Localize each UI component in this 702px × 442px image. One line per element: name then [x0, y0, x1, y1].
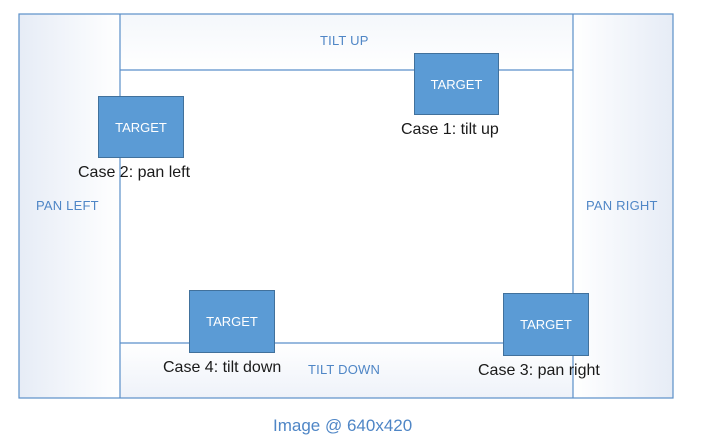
- target-case3: TARGET: [503, 293, 589, 356]
- pan-right-label: PAN RIGHT: [586, 198, 658, 213]
- target-case4: TARGET: [189, 290, 275, 353]
- image-caption: Image @ 640x420: [273, 416, 413, 435]
- pan-right-zone: [573, 14, 673, 398]
- tilt-up-label: TILT UP: [320, 33, 369, 48]
- tilt-down-label: TILT DOWN: [308, 362, 381, 377]
- case2-label: Case 2: pan left: [78, 164, 191, 181]
- case4-label: Case 4: tilt down: [163, 359, 282, 376]
- pan-left-zone: [19, 14, 120, 398]
- target-case1: TARGET: [414, 53, 499, 115]
- image-frame: [18, 13, 674, 399]
- target-case2: TARGET: [98, 96, 184, 158]
- pan-left-label: PAN LEFT: [36, 198, 99, 213]
- case3-label: Case 3: pan right: [478, 362, 600, 379]
- case1-label: Case 1: tilt up: [401, 121, 499, 138]
